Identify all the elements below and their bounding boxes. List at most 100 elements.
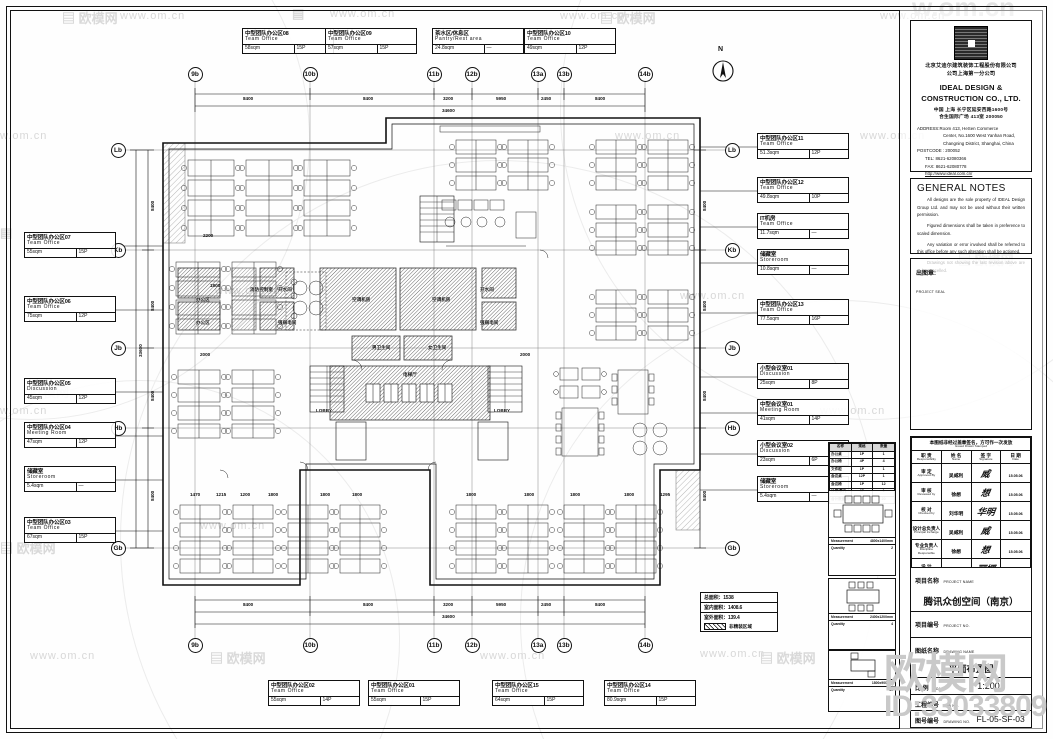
room-tag-metrics: 11.7sqm—: [758, 230, 848, 238]
outdoor-hatch-zone: [162, 142, 701, 531]
room-tag-name-cn: 中型团队办公区14: [607, 682, 651, 689]
room-tag-name-cn: 中型团队办公区01: [371, 682, 415, 689]
legend-item-spec: 1P: [850, 465, 874, 474]
room-tag-area: 49sqm: [525, 45, 577, 53]
room-tag-area: 10.8sqm: [758, 266, 810, 274]
signature-date: 15.05.06: [1000, 558, 1031, 567]
room-tag-name-en: Team Office: [493, 688, 583, 698]
signature-role: 设 计Designed by: [911, 558, 942, 567]
room-tag-area: 24.8sqm: [433, 45, 485, 53]
job-no-label-en: JOB NO.: [943, 703, 960, 708]
room-tag-capacity: 14P: [811, 416, 821, 423]
plan-room-label: 电梯厅: [403, 372, 417, 377]
drawing-name-label-en: DRAWING NAME: [943, 650, 975, 654]
room-tag-capacity: 15P: [658, 697, 668, 704]
room-tag-name-cn: 小型会议室02: [760, 442, 793, 449]
grid-bubble-9b: 9b: [187, 66, 203, 82]
meta-key: Measurement: [831, 539, 853, 543]
room-tag-capacity: —: [486, 45, 492, 52]
plan-room-label: LOBBY: [494, 408, 511, 413]
company-website-link[interactable]: http://www.ideal.com.cn/: [925, 171, 973, 176]
room-tag-name-cn: 中型团队办公区13: [760, 301, 804, 308]
grid-bubble-Lb: Lb: [724, 142, 740, 158]
room-tag-name-en: Team Office: [243, 36, 333, 46]
area-summary-line: 总面积：1538: [701, 593, 777, 603]
drawing-name-label-cn: 图纸名称: [915, 649, 940, 655]
dim-bottom: 8400: [595, 602, 606, 607]
drawing-no-label-cn: 图号编号: [915, 719, 940, 725]
meeting-room-furniture: [553, 367, 668, 457]
dim-inner: 1800: [466, 492, 477, 497]
room-tag-capacity: 15P: [546, 697, 556, 704]
signature-name: 刘华明: [940, 501, 972, 521]
plan-room-label: 强弱电间: [480, 320, 499, 325]
room-tag-name-en: Team Office: [525, 36, 615, 46]
room-tag-area: 5.4sqm: [25, 483, 77, 491]
room-tag-name-en: Team Office: [25, 240, 115, 250]
drawing-name-box: 图纸名称 DRAWING NAME 平面布置图: [910, 638, 1032, 678]
room-tag-metrics: 10.8sqm—: [758, 266, 848, 274]
room-tag-name-en: Discussion: [25, 386, 115, 396]
plan-room-label: LOBBY: [316, 408, 333, 413]
signature-date: 15.05.06: [1000, 482, 1031, 502]
north-arrow-label: N: [718, 46, 724, 53]
room-tag-name-cn: 储藏室: [760, 478, 777, 485]
legend-header-row: 名称规格数量: [829, 443, 895, 452]
grid-bubble-12b: 12b: [464, 637, 480, 653]
general-notes-box: GENERAL NOTES All designs are the sole p…: [910, 178, 1032, 273]
north-arrow-icon: [710, 56, 736, 82]
project-no-label-cn: 项目编号: [915, 623, 940, 629]
dim-top: 8400: [243, 96, 254, 101]
legend-item-spec: 1P: [850, 450, 874, 459]
room-tag-capacity: —: [811, 493, 817, 500]
room-tag-name-cn: 中型团队办公区04: [27, 424, 71, 431]
general-notes-paragraph: Any variation or error involved shall be…: [917, 241, 1025, 255]
room-tag-name-cn: 中型团队办公区05: [27, 380, 71, 387]
dimension-chain-bottom: [194, 596, 646, 628]
meta-value: 4: [891, 622, 893, 626]
company-addr-cn-1: 中国 上海 长宁区延安西路1600号: [933, 107, 1009, 113]
company-name-en-1: IDEAL DESIGN &: [939, 82, 1003, 92]
legend-header-cell: 名称: [829, 443, 852, 452]
room-tag-name-cn: 中型团队办公区06: [27, 298, 71, 305]
dim-left: 8400: [150, 390, 155, 401]
area-value: 1538: [723, 595, 734, 601]
company-contact-block: TEL: 8621-62080366 FAX: 8621-62080778 ht…: [911, 154, 1031, 180]
signature-date: 15.05.06: [1000, 539, 1031, 559]
fax: FAX: 8621-62080778: [925, 163, 967, 169]
general-notes-paragraph: All designs are the sole property of IDE…: [917, 197, 1025, 218]
signature-name: 徐想: [940, 539, 972, 559]
room-tag-name-cn: IT机房: [760, 215, 776, 222]
signature-date: 15.05.06: [1000, 501, 1031, 521]
grid-bubble-11b: 11b: [426, 637, 442, 653]
grid-bubble-Hb: Hb: [724, 420, 740, 436]
project-name-label-en: PROJECT NAME: [943, 580, 974, 584]
signature-date: 15.05.06: [1000, 463, 1031, 483]
drawing-name-value: 平面布置图: [948, 664, 994, 674]
reception-lounge: [285, 271, 327, 331]
legend-item-qty: 4: [872, 458, 895, 467]
grid-bubble-10b: 10b: [302, 637, 318, 653]
room-tag-name-en: Team Office: [605, 688, 695, 698]
legend-item-qty: 1: [872, 465, 895, 474]
